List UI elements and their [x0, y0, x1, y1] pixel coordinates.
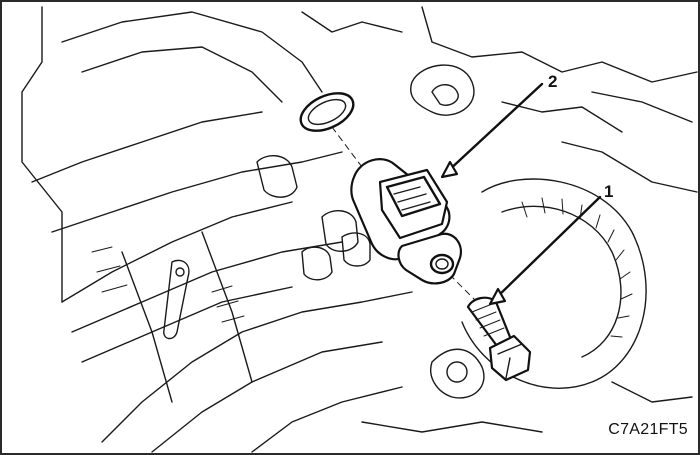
leader-lines: [440, 82, 602, 306]
callout-1-label: 1: [604, 182, 614, 201]
o-ring-seal: [299, 92, 355, 132]
engine-block-lines: [21, 6, 698, 453]
camshaft-position-sensor: [350, 158, 462, 285]
callout-2-label: 2: [548, 72, 558, 91]
figure-code: C7A21FT5: [608, 421, 688, 438]
sensor-bolt: [466, 296, 532, 382]
